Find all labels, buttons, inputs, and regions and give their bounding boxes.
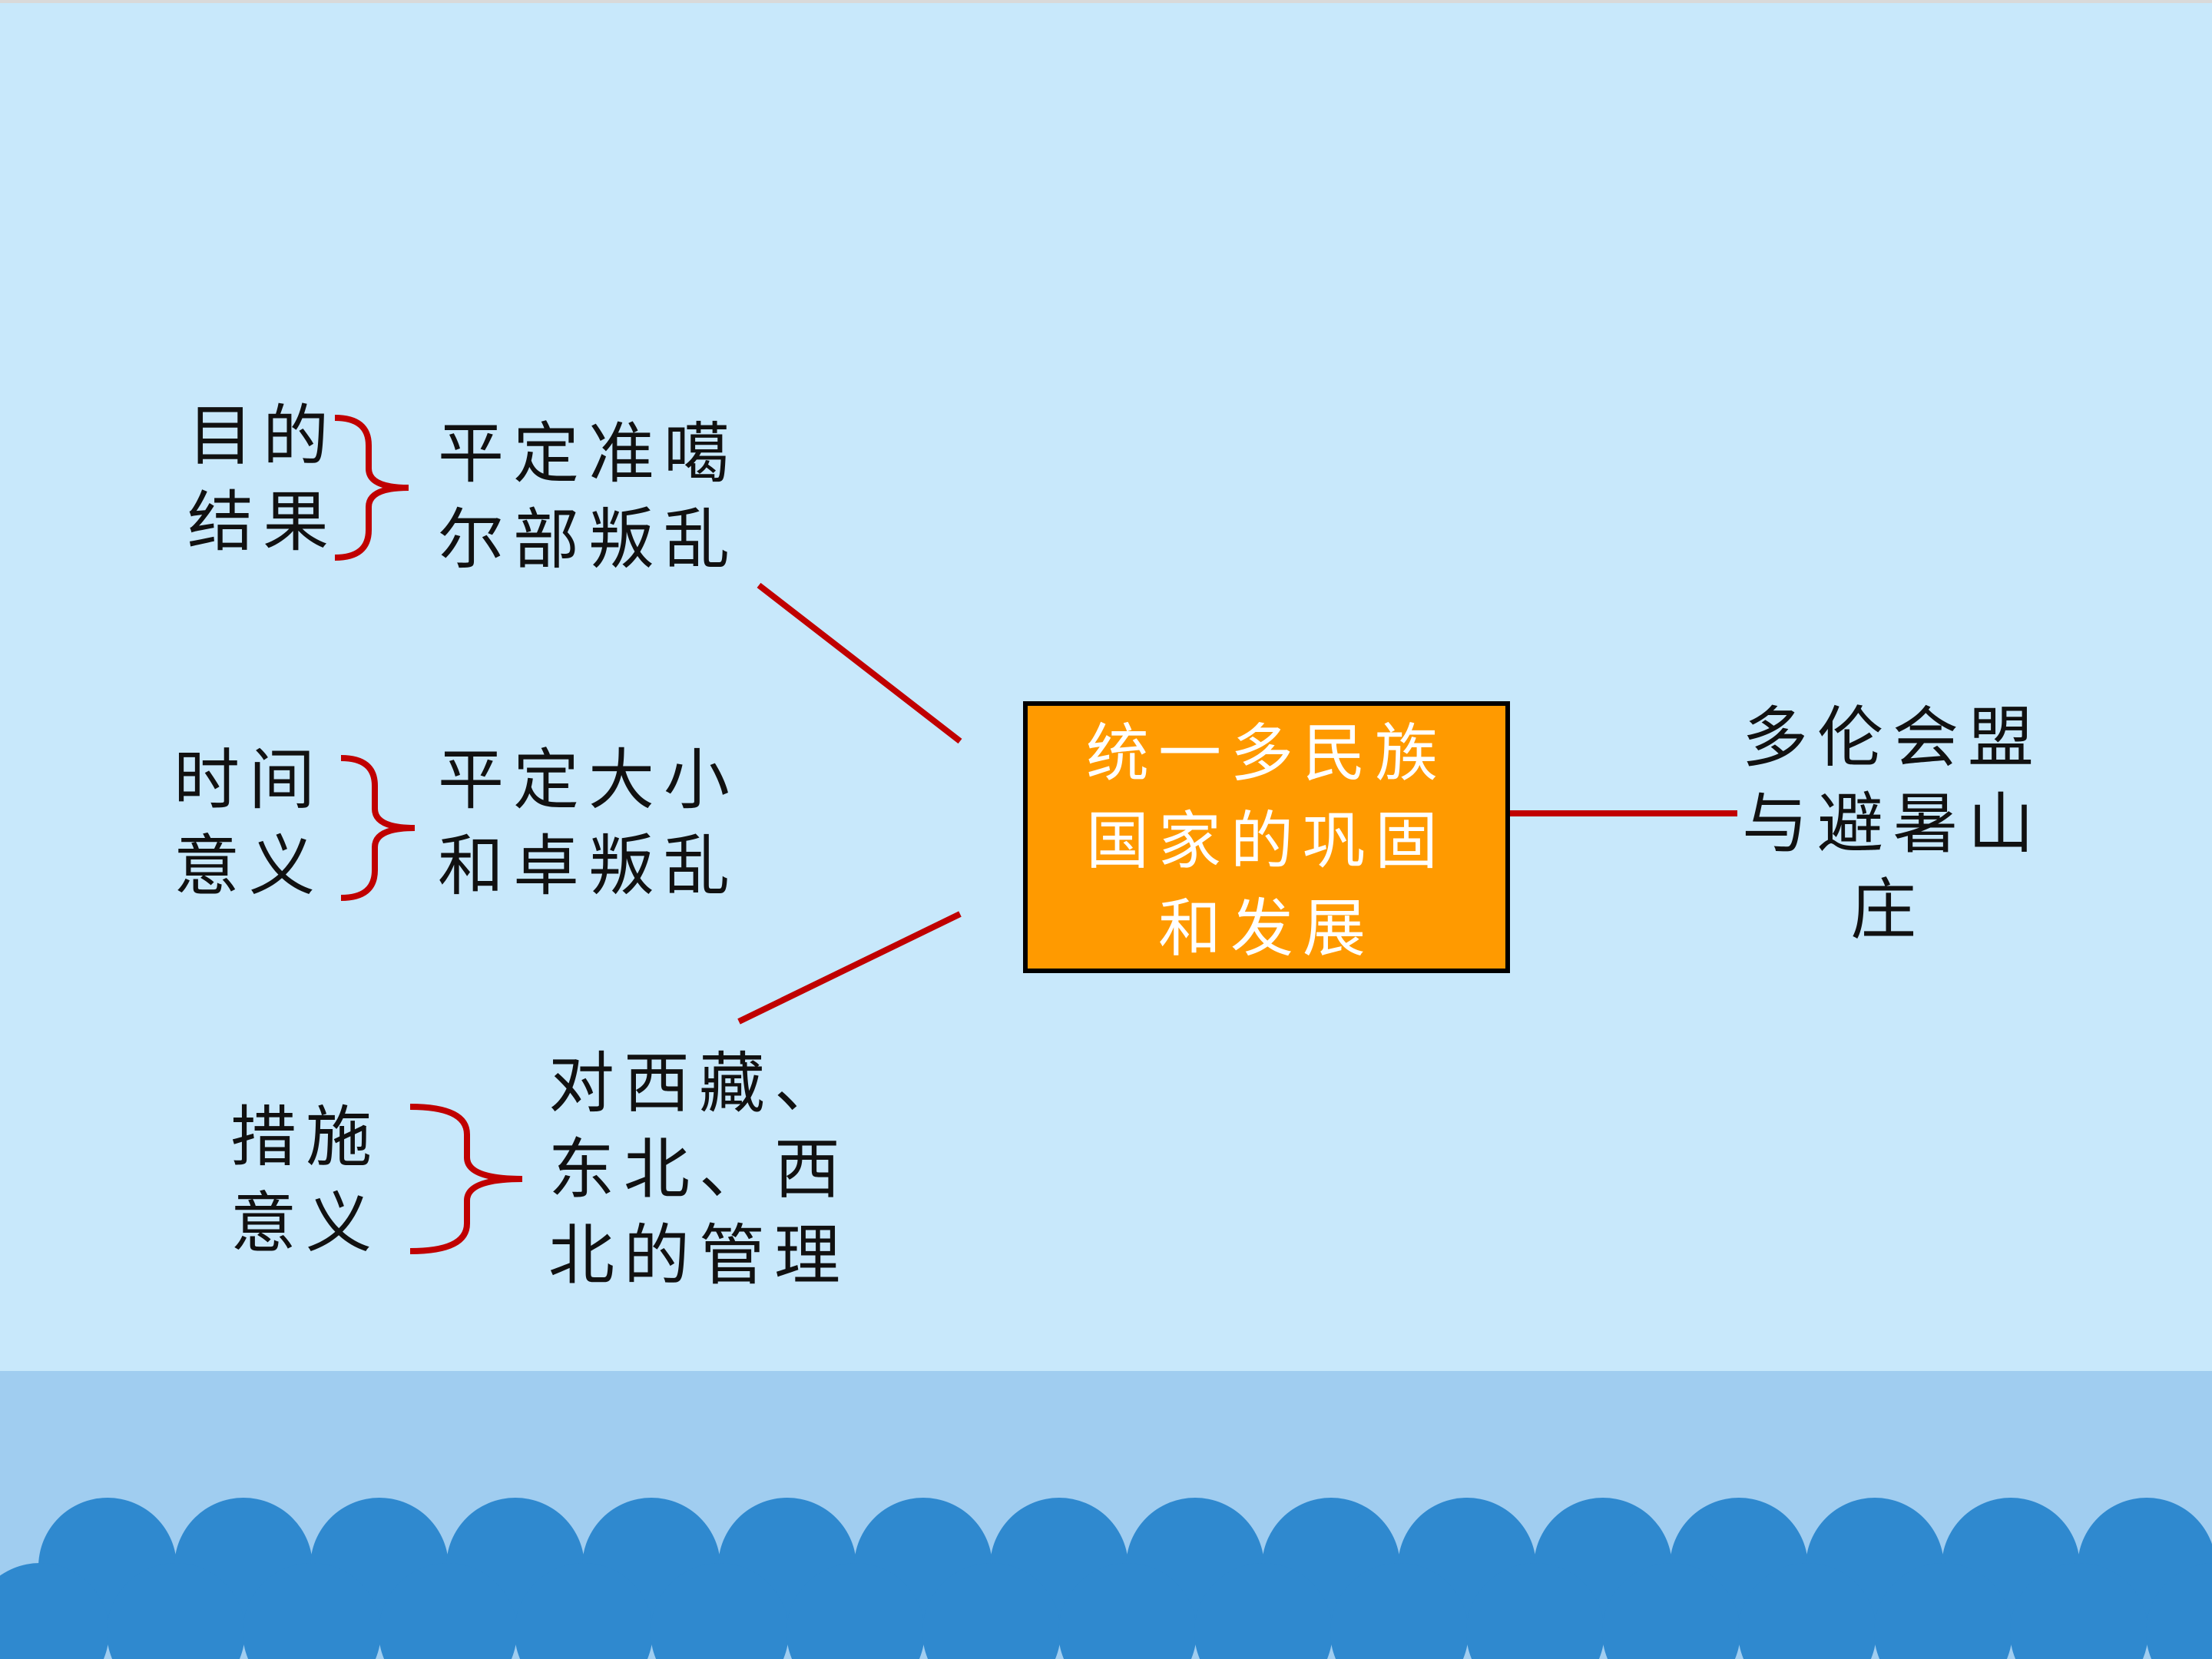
wave-scallop [2146,1563,2212,1659]
branch1-brace [334,415,409,561]
branch2-brace [340,755,416,901]
branch2-tag-2: 意义 [174,828,324,905]
center-topic-box: 统一多民族 国家的巩固 和发展 [1023,701,1510,973]
branch2-line-1: 平定大小 [438,742,739,819]
wave-decoration [0,1498,2212,1659]
center-line-3: 和发展 [1157,892,1375,965]
branch3-tags: 措施 意义 [230,1094,381,1267]
branch1-tag-1: 目的 [187,398,338,475]
wave-scallop [515,1563,653,1659]
wave-scallop [2010,1563,2148,1659]
wave-scallop [922,1563,1061,1659]
wave-scallop [1194,1563,1333,1659]
branch3-text: 对西藏、 东北、西 北的管理 [548,1041,849,1299]
wave-scallop [1058,1563,1197,1659]
wave-scallop [1466,1563,1604,1659]
branch2-tag-1: 时间 [174,742,324,819]
wave-scallop [1602,1563,1740,1659]
branch1-tags: 目的 结果 [187,393,338,565]
wave-scallop [1330,1563,1469,1659]
right-line-1: 多伦会盟 [1742,700,2043,777]
right-line-3: 庄 [1850,872,1926,949]
branch1-line-2: 尔部叛乱 [438,502,739,578]
wave-scallop [379,1563,517,1659]
branch3-brace [409,1104,523,1254]
branch1-tag-2: 结果 [187,484,338,561]
wave-scallop [107,1563,245,1659]
center-line-1: 统一多民族 [1085,717,1447,790]
wave-scallop [651,1563,789,1659]
branch3-tag-2: 意义 [230,1185,381,1262]
branch3-tag-1: 措施 [230,1099,381,1176]
wave-scallop [243,1563,381,1659]
connector-branch3 [737,911,962,1025]
right-line-2: 与避暑山 [1742,786,2043,863]
branch2-tags: 时间 意义 [174,737,324,909]
slide-top-edge [0,0,2212,3]
connector-branch1 [757,582,962,744]
branch2-text: 平定大小 和卓叛乱 [438,737,739,909]
center-line-2: 国家的巩固 [1085,805,1447,878]
branch3-line-3: 北的管理 [548,1217,849,1294]
wave-scallop [1738,1563,1876,1659]
branch1-line-1: 平定准噶 [438,416,739,492]
right-node-text: 多伦会盟 与避暑山 庄 [1742,695,2034,953]
wave-scallop [0,1563,109,1659]
branch2-line-2: 和卓叛乱 [438,828,739,905]
branch3-line-2: 东北、西 [548,1131,849,1208]
branch3-line-1: 对西藏、 [548,1045,849,1122]
wave-scallop [786,1563,925,1659]
wave-scallop [1874,1563,2012,1659]
branch1-text: 平定准噶 尔部叛乱 [438,411,739,583]
